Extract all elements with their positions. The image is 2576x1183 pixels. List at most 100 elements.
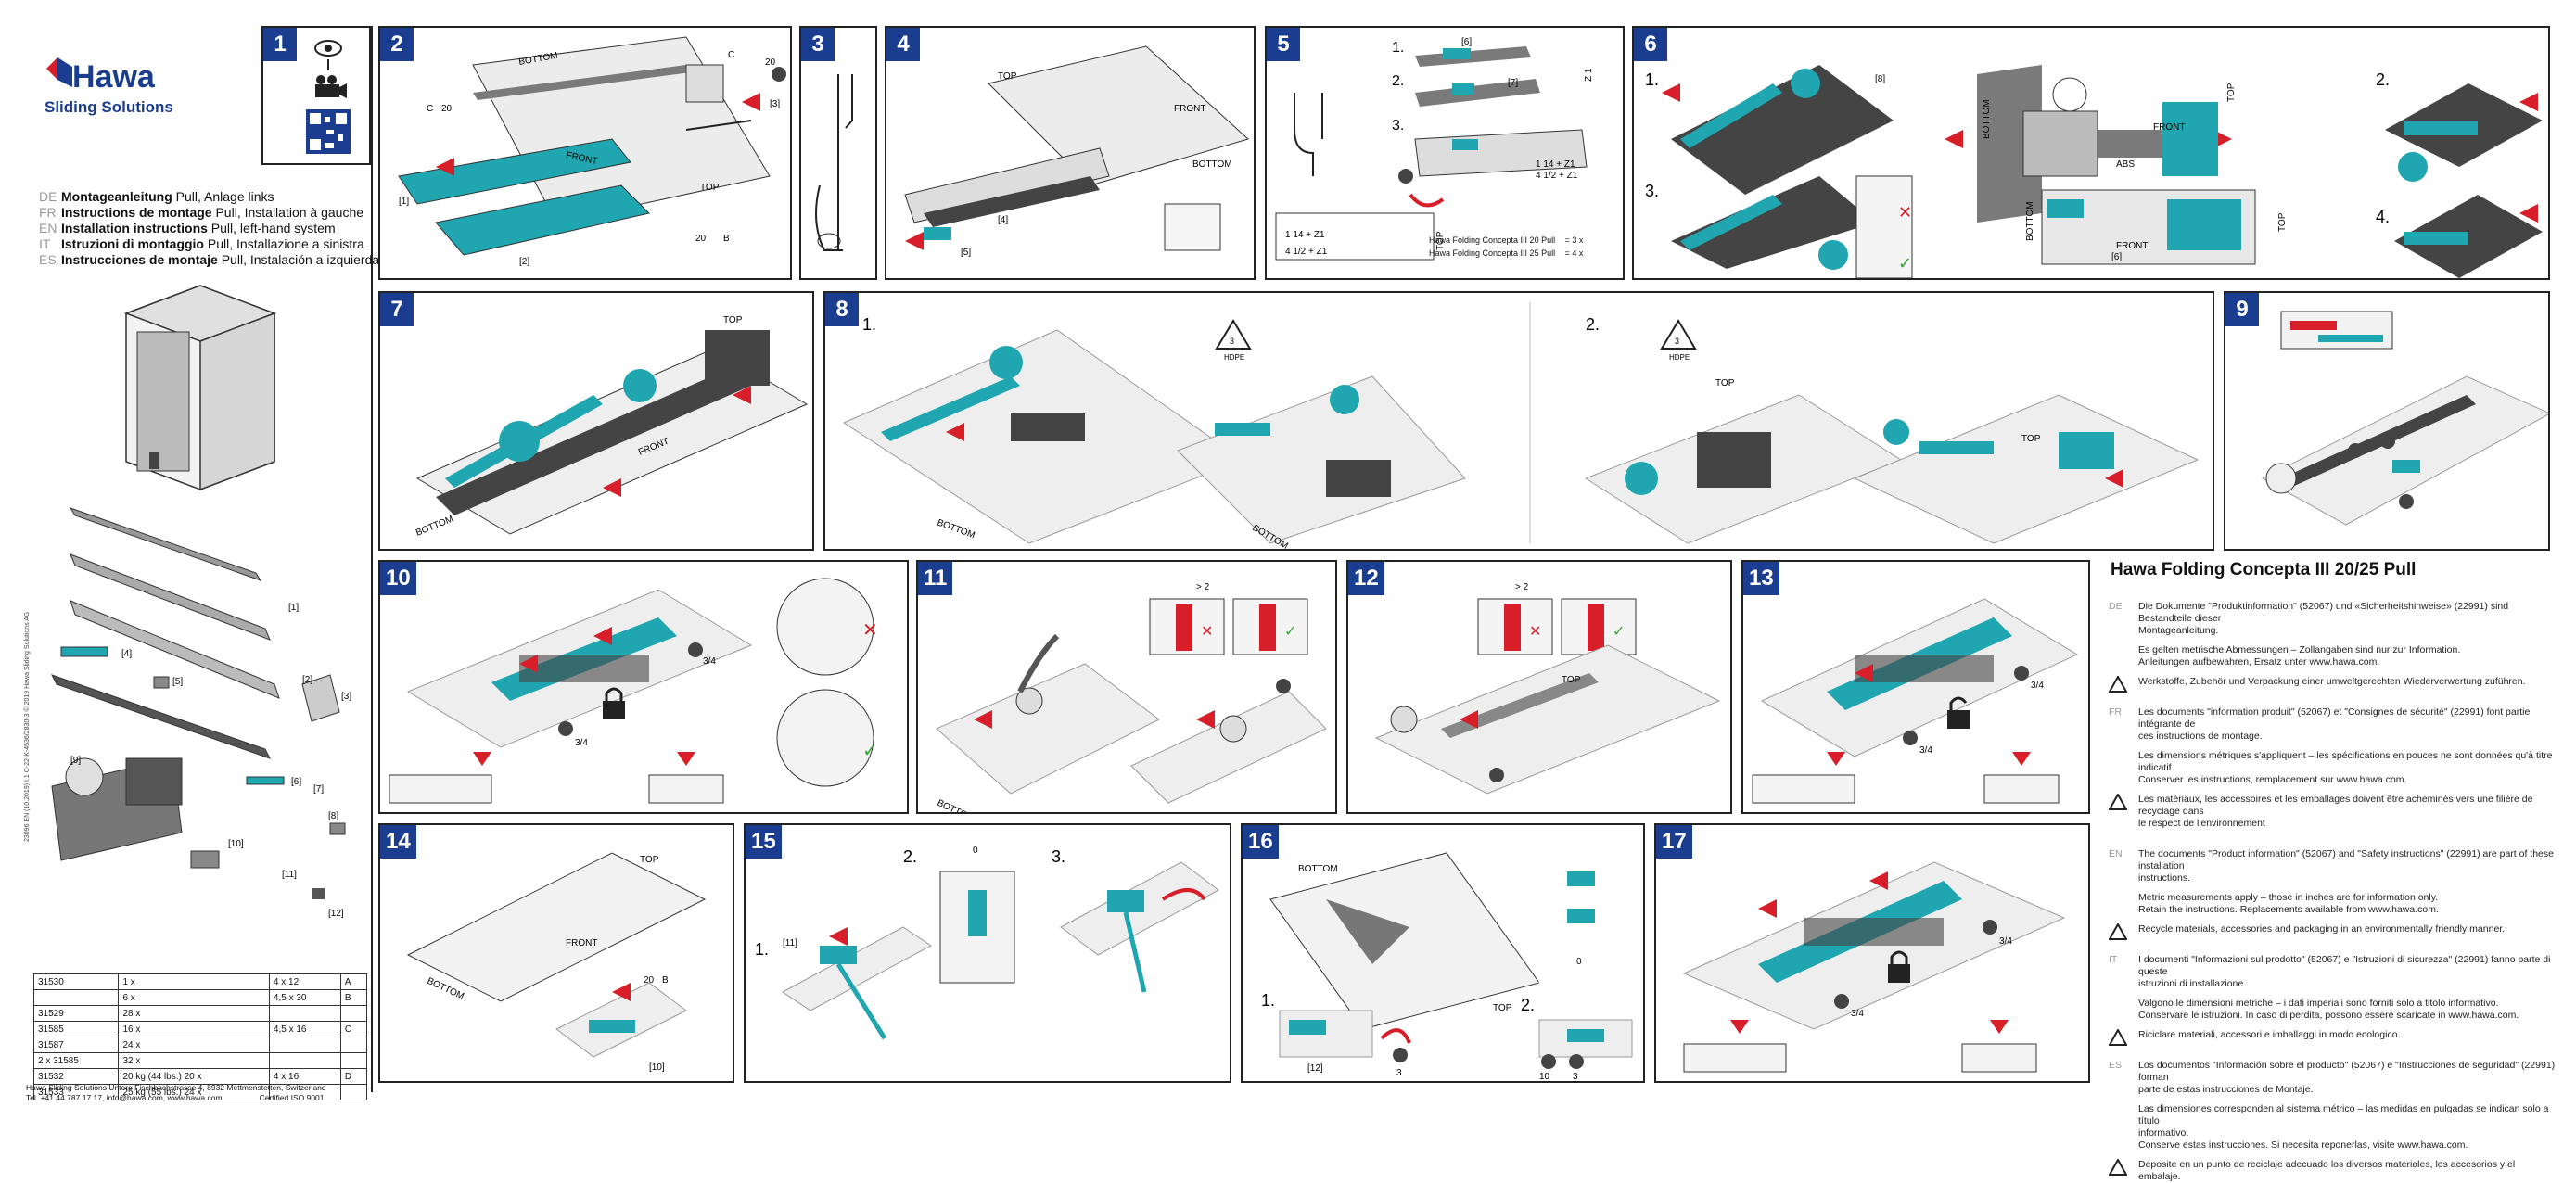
step-number: 1 <box>263 28 297 61</box>
ok-mark: ✓ <box>862 741 878 761</box>
not-ok-mark: ✕ <box>862 620 878 641</box>
tool-size: 3 <box>1573 1072 1578 1082</box>
zero-label: 0 <box>973 846 978 856</box>
substep-1: 1. <box>1645 70 1659 89</box>
text-block: Valgono le dimensioni metriche – i dati … <box>2101 998 2556 1022</box>
step-number: 11 <box>918 562 953 595</box>
step-10-panel: 10 3/4 3/4 ✕ ✓ <box>378 560 909 814</box>
text-line: Les documents "information produit" (520… <box>2138 706 2531 730</box>
substep-1: 1. <box>862 315 876 334</box>
step-4-drawing: TOP FRONT BOTTOM [4] [5] <box>904 45 1249 258</box>
step-number: 6 <box>1634 28 1667 61</box>
step-15-drawing: 1. [11] 2. 0 3. <box>755 846 1219 1040</box>
ok-mark: ✓ <box>1284 624 1296 640</box>
step-3-panel: 3 <box>799 26 877 280</box>
part-label-12: [12] <box>328 909 344 919</box>
text-line: Recycle materials, accessories and packa… <box>2138 923 2506 935</box>
part-label-6: [6] <box>2111 252 2122 262</box>
step-2-panel: 2 BOTTOM FRONT TOP 20 20 20 C C B [1] [2… <box>378 26 792 280</box>
text-line: informativo. <box>2138 1127 2189 1138</box>
step-6-panel: 6 1. 3. ✕ ✓ FRONT ABS BOTTOM TOP BOTTOM … <box>1632 26 2550 280</box>
step-13-drawing: 3/4 3/4 <box>1752 598 2079 804</box>
language-code: ES <box>2109 1060 2123 1071</box>
not-ok-mark: ✕ <box>1898 203 1912 222</box>
step-number: 17 <box>1656 825 1692 859</box>
brand-name: Hawa <box>72 59 155 95</box>
part-label-4: [4] <box>121 649 132 659</box>
part-label-4: [4] <box>998 215 1008 225</box>
text-block: Es gelten metrische Abmessungen – Zollan… <box>2101 644 2556 668</box>
step-3-drawing <box>815 74 853 251</box>
front-label: FRONT <box>2153 122 2185 133</box>
text-line: instructions. <box>2138 872 2191 884</box>
text-line: The documents "Product information" (520… <box>2138 848 2554 871</box>
step-5-note: Hawa Folding Concepta III 20 Pull = 3 x … <box>1429 234 1583 260</box>
top-label: TOP <box>2021 434 2041 444</box>
svg-text:3: 3 <box>1675 337 1679 346</box>
step-number: 3 <box>801 28 835 61</box>
step-1-panel: 1 <box>261 26 371 165</box>
substep-2: 2. <box>1586 315 1600 334</box>
substep-3: 3. <box>1052 847 1065 866</box>
front-label: FRONT <box>566 938 597 948</box>
svg-text:HDPE: HDPE <box>1669 353 1690 362</box>
screw-count: 20 <box>441 104 453 114</box>
part-label-7: [7] <box>313 784 324 795</box>
step-10-drawing: 3/4 3/4 ✕ ✓ <box>389 578 878 804</box>
tool-size: 10 <box>1539 1072 1550 1082</box>
svg-text:HDPE: HDPE <box>1224 353 1244 362</box>
text-line: Retain the instructions. Replacements av… <box>2138 904 2439 915</box>
text-line: I documenti "Informazioni sul prodotto" … <box>2138 954 2551 977</box>
step-number: 14 <box>380 825 416 859</box>
text-line: Montageanleitung. <box>2138 625 2219 636</box>
part-label-8: [8] <box>1875 74 1885 84</box>
part-label-11: [11] <box>282 870 297 880</box>
part-label-5: [5] <box>961 248 971 258</box>
lock-icon <box>603 687 625 719</box>
screw-type-b: B <box>723 234 730 244</box>
step-12-panel: 12 ✕ ✓ > 2 TOP <box>1346 560 1732 814</box>
text-line: Metric measurements apply – those in inc… <box>2138 892 2439 903</box>
footer-contact-row: Tel. +41 44 787 17 17, info@hawa.com, ww… <box>26 1093 325 1102</box>
text-line: Les matériaux, les accessoires et les em… <box>2138 794 2533 817</box>
svg-text:3: 3 <box>1230 337 1234 346</box>
turn-label: 3/4 <box>1919 745 1932 756</box>
top-label: TOP <box>2277 212 2288 232</box>
top-label: TOP <box>1715 378 1735 388</box>
text-block: Werkstoffe, Zubehör und Verpackung einer… <box>2101 676 2556 693</box>
side-document-code: 23096 EN (10.2019) I.1 C-22-K-4536/2830-… <box>24 611 31 842</box>
text-line: Las dimensiones corresponden al sistema … <box>2138 1103 2549 1126</box>
substep-2: 2. <box>2376 70 2390 89</box>
part-label-10: [10] <box>228 839 244 849</box>
turn-label: 3/4 <box>703 656 716 667</box>
document-title: Hawa Folding Concepta III 20/25 Pull <box>2111 560 2417 579</box>
part-label-10: [10] <box>649 1062 665 1073</box>
hawa-logo: Hawa Sliding Solutions <box>45 48 202 122</box>
step-11-drawing: ✕ ✓ > 2 BOTTOM <box>936 582 1327 812</box>
turn-label: 3/4 <box>1999 936 2012 947</box>
step-12-drawing: ✕ ✓ > 2 TOP <box>1374 582 1721 795</box>
step-17-drawing: 3/4 3/4 <box>1682 861 2066 1073</box>
abs-label: ABS <box>2116 159 2135 170</box>
gap-label: > 2 <box>1196 582 1210 592</box>
qr-code-icon <box>306 109 351 154</box>
part-label-2: [2] <box>519 257 529 267</box>
text-line: Conserver les instructions, remplacement… <box>2138 774 2407 785</box>
top-label: TOP <box>700 183 720 193</box>
step-7-drawing: TOP FRONT BOTTOM <box>414 315 809 539</box>
text-line: le respect de l'environnement <box>2138 818 2265 829</box>
text-block: Les dimensions métriques s'appliquent – … <box>2101 750 2556 786</box>
step-14-panel: 14 TOP FRONT BOTTOM 20 B [10] <box>378 823 734 1083</box>
recycle-icon <box>2109 794 2127 810</box>
